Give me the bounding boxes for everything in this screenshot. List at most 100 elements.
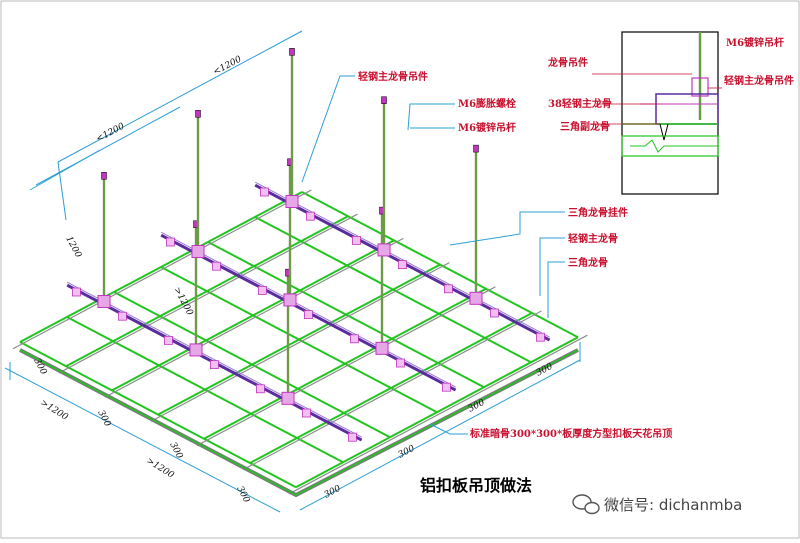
label-triangle-keel: 三角龙骨 <box>568 256 608 269</box>
expansion-bolt <box>289 48 295 56</box>
panel-line-v <box>19 341 297 489</box>
label-rod: M6镀锌吊杆 <box>458 121 516 134</box>
dim-text-1200-f: >1200 <box>144 456 175 481</box>
triangle-keel-line <box>104 237 404 398</box>
dim-line-top-1 <box>57 30 303 163</box>
expansion-bolt <box>195 110 201 118</box>
dim-text-1200-e: >1200 <box>38 398 69 423</box>
dim-text-300-c: 300 <box>167 441 184 461</box>
main-hanger-clip <box>469 291 483 305</box>
panel-line-v <box>301 191 579 339</box>
main-hanger-clip <box>285 195 299 209</box>
triangle-hanger-clip <box>209 360 219 370</box>
panel-line-v <box>66 316 344 464</box>
dim-text-1200-c: 1200 <box>63 235 83 260</box>
detail-triangle-keel <box>659 123 669 141</box>
triangle-hanger-clip <box>397 260 407 270</box>
drawing-title: 铝扣板吊顶做法 <box>420 476 532 495</box>
triangle-keel-line <box>12 189 312 350</box>
main-keel-edge <box>66 281 362 438</box>
triangle-hanger-clip <box>72 287 81 297</box>
triangle-hanger-clip <box>257 285 267 295</box>
triangle-hanger-clip <box>489 308 499 318</box>
triangle-hanger-clip <box>443 284 453 294</box>
leader-triangle-hanger <box>449 211 565 246</box>
triangle-hanger-clip <box>395 358 405 368</box>
watermark: 微信号: dichanmba <box>572 494 742 515</box>
leader-expansion-bolt <box>407 103 455 131</box>
triangle-hanger-clip <box>118 311 127 321</box>
triangle-keel-line <box>58 213 358 374</box>
triangle-hanger-clip <box>441 382 451 392</box>
main-hanger-clip <box>191 245 205 259</box>
watermark-text: 微信号: dichanmba <box>604 496 742 514</box>
dim-text-300-b: 300 <box>95 409 112 429</box>
detail-label-main-hanger: 轻钢主龙骨吊件 <box>724 74 794 87</box>
wechat-icon-bubble <box>584 501 600 515</box>
main-keel-edge <box>160 231 456 388</box>
dim-line-bottom <box>4 367 281 513</box>
triangle-keel-line <box>196 286 496 447</box>
triangle-keel-line <box>242 310 542 471</box>
leader-panel-spec <box>429 423 468 435</box>
main-hanger-clip <box>375 341 389 355</box>
expansion-bolt <box>101 172 107 180</box>
label-panel-spec: 标准暗骨300*300*板厚度方型扣板天花吊顶 <box>469 427 672 440</box>
triangle-hanger-clip <box>211 261 221 271</box>
expansion-bolt <box>381 96 387 104</box>
panel-line-v <box>113 291 391 439</box>
triangle-hanger-clip <box>259 187 269 197</box>
panel-edge <box>19 348 579 498</box>
main-keel-edge <box>254 181 550 338</box>
main-hanger-clip <box>97 295 111 309</box>
expansion-bolt <box>473 144 479 153</box>
detail-hanger-clip <box>691 77 709 97</box>
triangle-hanger-clip <box>303 310 313 320</box>
panel-grid <box>12 189 588 495</box>
main-hanger-clip <box>281 391 295 405</box>
dimension-lines <box>4 30 581 513</box>
detail-label-rod: M6镀锌吊杆 <box>726 36 784 49</box>
dim-text-1200-a: <1200 <box>212 54 244 77</box>
main-hanger-clip <box>189 343 203 357</box>
detail-label-sub-keel: 三角副龙骨 <box>560 120 610 133</box>
panel-line-v <box>207 241 485 389</box>
label-main-keel: 轻钢主龙骨 <box>568 232 618 245</box>
triangle-hanger-clip <box>255 384 265 394</box>
leader-main-hanger <box>301 75 355 183</box>
hanger-rods <box>101 48 479 402</box>
panel-line-v <box>254 216 532 364</box>
dim-tick-1 <box>57 161 67 221</box>
leader-lines <box>301 75 565 435</box>
label-expansion-bolt: M6膨胀螺栓 <box>458 97 516 110</box>
dim-text-300-d: 300 <box>234 485 251 505</box>
dim-text-1200-d: >1200 <box>171 286 194 318</box>
triangle-hanger-clip <box>536 332 545 342</box>
dim-text-1200-b: <1200 <box>95 121 127 144</box>
label-main-hanger: 轻钢主龙骨吊件 <box>358 70 428 83</box>
section-detail: 龙骨吊件 38轻钢主龙骨 三角副龙骨 M6镀锌吊杆 轻钢主龙骨吊件 <box>547 31 794 195</box>
dim-text-300-f: 300 <box>397 444 417 461</box>
triangle-hanger-clip <box>163 335 173 345</box>
label-triangle-hanger: 三角龙骨挂件 <box>568 206 628 219</box>
triangle-hanger-clip <box>301 408 311 418</box>
triangle-hanger-clip <box>305 211 315 221</box>
main-hanger-clip <box>377 243 391 257</box>
panel-edge-line <box>19 349 579 496</box>
triangle-hanger-clip <box>347 432 357 442</box>
triangle-hanger-clip <box>165 237 175 247</box>
keel-clips <box>72 187 545 442</box>
detail-label-keel-hanger: 龙骨吊件 <box>547 56 588 69</box>
triangle-keel-line <box>288 334 588 495</box>
main-hanger-clip <box>283 293 297 307</box>
dim-text-300-a: 300 <box>31 357 48 377</box>
leader-main-keel <box>539 237 565 296</box>
triangle-hanger-clip <box>351 235 361 245</box>
detail-label-keel38: 38轻钢主龙骨 <box>548 97 612 110</box>
triangle-hanger-clip <box>349 334 359 344</box>
detail-box <box>621 31 719 195</box>
panel-line-v <box>160 266 438 414</box>
dim-text-300-e: 300 <box>323 484 343 501</box>
